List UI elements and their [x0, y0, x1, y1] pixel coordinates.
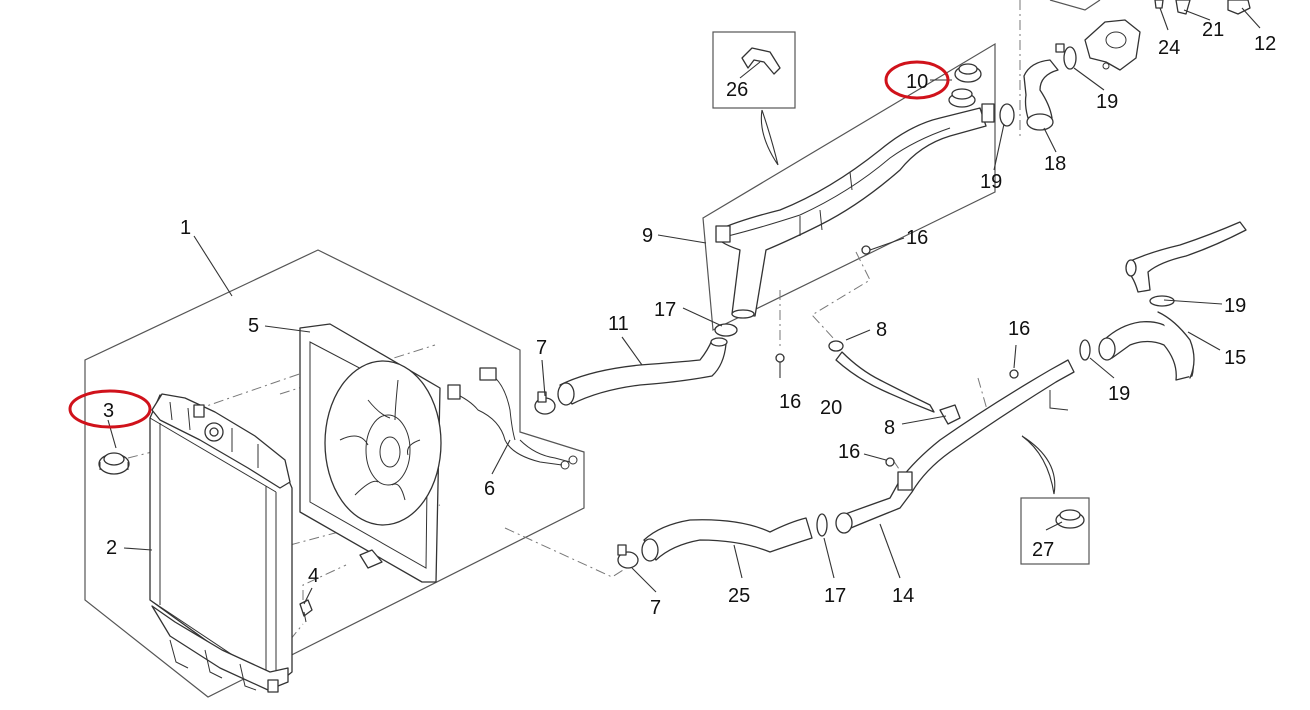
thermostat-housing	[1084, 19, 1141, 71]
callout-18: 18	[1044, 153, 1066, 175]
sensor-12	[1227, 0, 1251, 15]
highlight-ellipse-10	[884, 60, 950, 100]
callout-4: 4	[308, 565, 319, 587]
callout-17-upper: 17	[654, 299, 676, 321]
callout-15: 15	[1224, 347, 1246, 369]
callout-8-lower: 8	[884, 417, 895, 439]
clip-detail-pointer	[760, 109, 779, 166]
callout-7-lower: 7	[650, 597, 661, 619]
sensor-24	[1154, 0, 1164, 9]
grommet-detail-pointer	[1021, 435, 1056, 495]
callout-10: 10	[906, 71, 928, 93]
radiator-assembly-box	[84, 249, 585, 698]
callout-14: 14	[892, 585, 914, 607]
radiator-cap	[98, 452, 130, 475]
callout-19-lower-right: 19	[1108, 383, 1130, 405]
leader-lines	[107, 7, 1261, 605]
hose-clamp-7-upper	[534, 391, 556, 415]
callout-9: 9	[642, 225, 653, 247]
callout-8-upper: 8	[876, 319, 887, 341]
callout-labels: 1 2 3 4 5 6 7 7 8 8 9 10 11 12 14 15 16 …	[103, 19, 1276, 619]
hose-11	[557, 337, 728, 406]
hose-clamp-17-lower	[816, 513, 828, 537]
callout-26: 26	[726, 79, 748, 101]
callout-16-upper: 16	[906, 227, 928, 249]
grommet-detail-box	[1020, 497, 1090, 565]
hose-25	[641, 517, 813, 562]
callout-12: 12	[1254, 33, 1276, 55]
bolt-16-lower	[885, 457, 895, 467]
fastener-4	[299, 599, 313, 623]
callout-27: 27	[1032, 539, 1054, 561]
filler-pipe-box	[702, 42, 996, 331]
fan-shroud	[299, 323, 442, 583]
callout-2: 2	[106, 537, 117, 559]
callout-6: 6	[484, 478, 495, 500]
callout-1: 1	[180, 217, 191, 239]
callout-16-mid: 16	[779, 391, 801, 413]
hose-clamp-17-upper	[714, 323, 738, 337]
pipe-14	[835, 359, 1075, 534]
radiator-top-tank	[151, 393, 291, 489]
radiator-bottom-tank	[151, 605, 289, 693]
hose-15	[1098, 221, 1247, 381]
callout-17-lower: 17	[824, 585, 846, 607]
top-right-box-fragment	[1049, 0, 1101, 11]
fitting-8-lower	[939, 404, 961, 425]
hose-clamp-19-top-left	[999, 103, 1015, 127]
callout-19-top-left: 19	[980, 171, 1002, 193]
grommet-27	[1055, 509, 1085, 529]
wiring-harness	[447, 367, 578, 470]
hose-18	[1023, 59, 1059, 131]
callout-21: 21	[1202, 19, 1224, 41]
callout-7-upper: 7	[536, 337, 547, 359]
hose-clamp-19-right	[1079, 339, 1091, 361]
hose-clamp-19-top-right	[1055, 43, 1077, 70]
callout-24: 24	[1158, 37, 1180, 59]
bolt-16-mid	[775, 353, 785, 363]
bolt-16-upper	[861, 245, 871, 255]
callout-25: 25	[728, 585, 750, 607]
callout-19-hose-15: 19	[1224, 295, 1246, 317]
highlight-ellipse-3	[68, 389, 152, 429]
callout-20: 20	[820, 397, 842, 419]
hose-clamp-7-lower	[617, 544, 639, 569]
callout-5: 5	[248, 315, 259, 337]
hose-20	[828, 340, 935, 413]
clip-26	[741, 47, 781, 75]
filler-cap	[954, 63, 982, 83]
callout-3: 3	[103, 400, 114, 422]
bolt-16-right	[1009, 369, 1019, 379]
callout-19-top-right: 19	[1096, 91, 1118, 113]
filler-pipe	[715, 88, 995, 319]
callout-11: 11	[608, 313, 629, 335]
callout-16-right: 16	[1008, 318, 1030, 340]
clip-detail-box	[712, 31, 796, 109]
callout-16-lower: 16	[838, 441, 860, 463]
